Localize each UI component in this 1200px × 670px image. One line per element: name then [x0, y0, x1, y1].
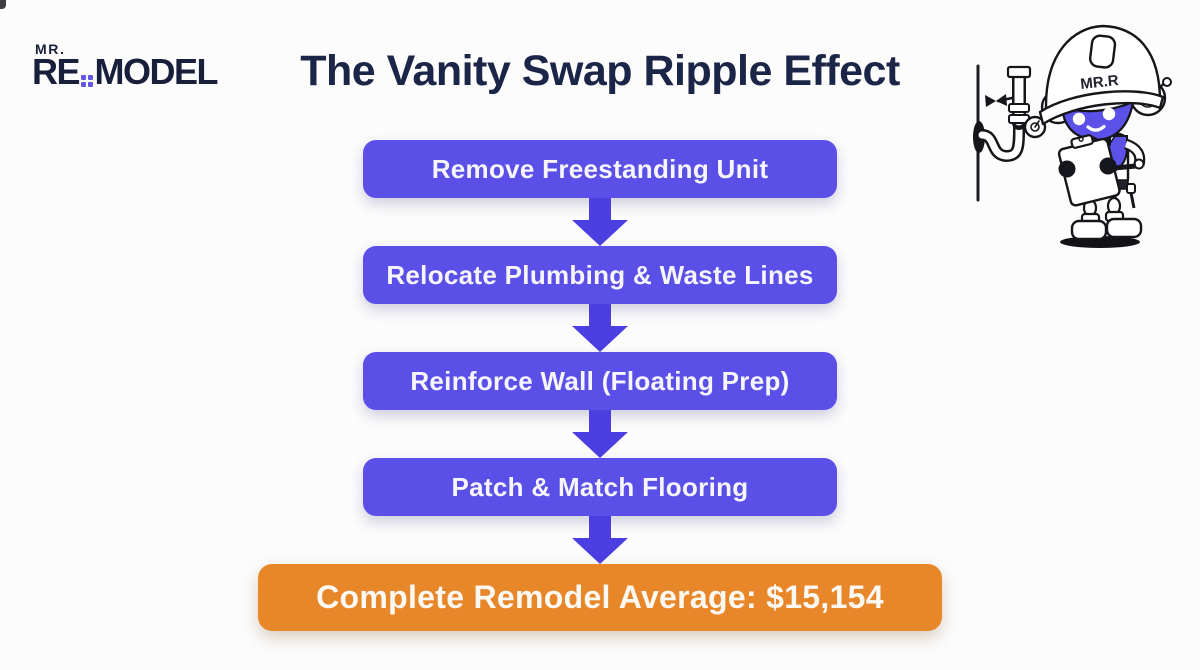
flow-result-label: Complete Remodel Average: $15,154 [316, 579, 884, 615]
tool-handle [1126, 183, 1136, 194]
boot [1070, 219, 1108, 241]
corner-artifact [0, 0, 6, 9]
hand [1099, 157, 1117, 175]
robot-head: MR.R [1038, 24, 1172, 146]
flow-step-3: Reinforce Wall (Floating Prep) [363, 352, 837, 410]
down-arrow-icon [572, 516, 628, 564]
hand [1058, 160, 1076, 178]
flow-step-1: Remove Freestanding Unit [363, 140, 837, 198]
mascot-illustration: MR.R [973, 24, 1172, 248]
eye [1072, 112, 1086, 126]
hat-label: MR.R [1080, 72, 1120, 93]
robot-figure: MR.R [1038, 24, 1172, 248]
down-arrow-icon [572, 304, 628, 352]
wall-plumbing-illustration [973, 64, 1047, 202]
flow-step-3-label: Reinforce Wall (Floating Prep) [410, 365, 790, 396]
brand-logo: MR. RE MODEL [32, 41, 219, 92]
pipe-coupling [1008, 103, 1030, 113]
flow-step-1-label: Remove Freestanding Unit [431, 153, 769, 184]
antenna-knob [1162, 77, 1172, 87]
robot-face [1060, 100, 1135, 142]
boot [1105, 217, 1143, 239]
eye [1102, 107, 1116, 121]
tool [1129, 192, 1136, 209]
valve-handle-icon [985, 94, 1007, 107]
pipe-cap [1006, 65, 1032, 79]
hat-vent [1088, 34, 1117, 69]
brand-word-end: MODEL [94, 51, 219, 92]
flow-step-2: Relocate Plumbing & Waste Lines [363, 246, 837, 304]
window-icon [81, 75, 93, 87]
smile [1086, 124, 1106, 132]
brand-word-start: RE [32, 51, 81, 92]
flow-result: Complete Remodel Average: $15,154 [258, 564, 942, 631]
flow-step-2-label: Relocate Plumbing & Waste Lines [386, 259, 814, 290]
down-arrow-icon [572, 198, 628, 246]
flow-step-4-label: Patch & Match Flooring [451, 471, 749, 502]
hat-brim [1038, 90, 1165, 126]
flow-chart: Remove Freestanding Unit Relocate Plumbi… [363, 140, 837, 564]
brand-prefix: MR. [35, 41, 66, 57]
flow-step-4: Patch & Match Flooring [363, 458, 837, 516]
page-title: The Vanity Swap Ripple Effect [300, 47, 900, 95]
down-arrow-icon [572, 410, 628, 458]
